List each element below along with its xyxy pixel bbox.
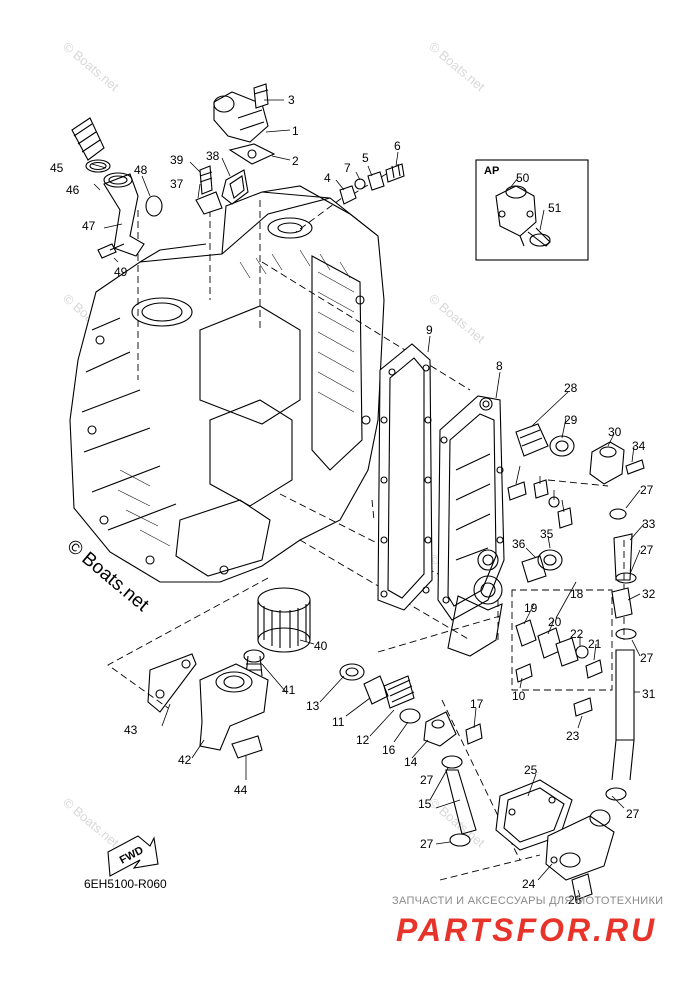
callout-27e: 27 (420, 773, 434, 787)
callout-47: 47 (82, 219, 96, 233)
callout-32: 32 (642, 587, 656, 601)
callout-23: 23 (566, 729, 580, 743)
callout-1: 1 (292, 124, 299, 138)
cylinder-block (69, 185, 385, 583)
callout-31: 31 (642, 687, 656, 701)
watermark: © Boats.net (426, 795, 488, 851)
callout-27c: 27 (640, 651, 654, 665)
callout-40: 40 (314, 639, 328, 653)
callout-49: 49 (114, 265, 128, 279)
callout-10: 10 (512, 689, 526, 703)
watermark: © Boats.net (426, 291, 488, 347)
callout-28: 28 (564, 381, 578, 395)
callout-12: 12 (356, 733, 370, 747)
callout-4: 4 (324, 171, 331, 185)
thermostat-cover (213, 83, 276, 165)
plug-fittings-top (339, 163, 405, 205)
plug-fittings-mid (507, 479, 573, 529)
callout-26: 26 (568, 893, 582, 907)
callout-5: 5 (362, 151, 369, 165)
callout-17: 17 (470, 697, 484, 711)
callout-45: 45 (50, 161, 64, 175)
callout-34: 34 (632, 439, 646, 453)
sensor-assembly (195, 165, 249, 215)
callout-27f: 27 (420, 837, 434, 851)
callout-21: 21 (588, 637, 602, 651)
callout-48: 48 (134, 163, 148, 177)
callout-7: 7 (344, 161, 351, 175)
ap-inset: AP (475, 159, 589, 261)
callout-leaders (91, 99, 645, 897)
shop-brand-logo: PARTSFOR.RU (396, 912, 658, 948)
relief-valve-assembly (339, 663, 483, 847)
callout-numbers: 1 2 3 4 5 6 7 8 9 10 11 12 13 14 15 16 1… (50, 93, 656, 907)
callout-8: 8 (496, 359, 503, 373)
watermark: © Boats.net (60, 795, 122, 851)
diagram-part-code: 6EH5100-R060 (84, 877, 167, 891)
callout-3: 3 (288, 93, 295, 107)
callout-27b: 27 (640, 543, 654, 557)
callout-25: 25 (524, 763, 538, 777)
callout-15: 15 (418, 797, 432, 811)
callout-29: 29 (564, 413, 578, 427)
thermostat-right-assembly (515, 423, 645, 801)
callout-36: 36 (512, 537, 526, 551)
callout-14: 14 (404, 755, 418, 769)
callout-37: 37 (170, 177, 184, 191)
callout-20: 20 (548, 615, 562, 629)
pressure-valve-assembly (515, 549, 603, 717)
callout-46: 46 (66, 183, 80, 197)
callout-16: 16 (382, 743, 396, 757)
callout-6: 6 (394, 139, 401, 153)
gasket-9 (377, 343, 433, 611)
callout-38: 38 (206, 149, 220, 163)
callout-19: 19 (524, 601, 538, 615)
shop-tagline: ЗАПЧАСТИ И АКСЕССУАРЫ ДЛЯ МОТОТЕХНИКИ (392, 895, 664, 907)
callout-9: 9 (426, 323, 433, 337)
callout-42: 42 (178, 753, 192, 767)
inset-label: AP (484, 165, 499, 177)
watermark: © Boats.net (426, 39, 488, 95)
watermark: © Boats.net (60, 39, 122, 95)
callout-27: 27 (640, 483, 654, 497)
callout-30: 30 (608, 425, 622, 439)
callout-11: 11 (332, 715, 345, 729)
callout-44: 44 (234, 783, 248, 797)
forward-arrow: FWD (107, 835, 159, 877)
hose-joint-assembly (71, 117, 163, 259)
callout-35: 35 (540, 527, 554, 541)
callout-22: 22 (570, 627, 584, 641)
callout-41: 41 (282, 683, 296, 697)
callout-2: 2 (292, 154, 299, 168)
exhaust-cover-8 (437, 395, 505, 657)
callout-43: 43 (124, 723, 138, 737)
water-housing-assembly (495, 779, 615, 901)
oil-filter-assembly (147, 587, 311, 759)
callout-39: 39 (170, 153, 184, 167)
callout-33: 33 (642, 517, 656, 531)
callout-18: 18 (570, 587, 584, 601)
callout-13: 13 (306, 699, 320, 713)
callout-24: 24 (522, 877, 536, 891)
callout-51: 51 (548, 201, 562, 215)
callout-27d: 27 (626, 807, 640, 821)
callout-50: 50 (516, 171, 530, 185)
